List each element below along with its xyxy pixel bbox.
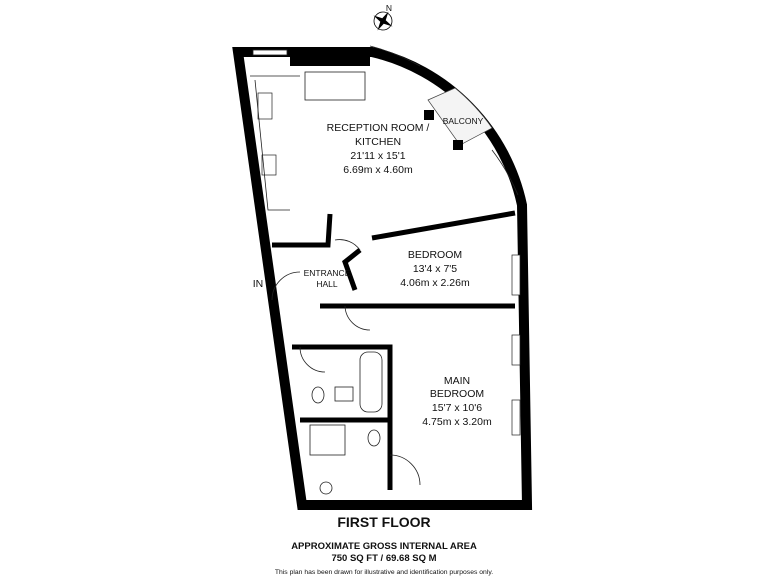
window [252, 49, 288, 56]
toilet-icon [311, 386, 325, 404]
reception-metric: 6.69m x 4.60m [343, 164, 413, 176]
bath-icon [359, 351, 383, 413]
balcony [427, 87, 493, 146]
entrance-label-2: HALL [316, 279, 338, 289]
entrance-label: ENTRANCE [304, 268, 351, 278]
window [369, 45, 421, 67]
wall-segment [424, 110, 434, 120]
bedroom-imperial: 13'4 x 7'5 [413, 263, 457, 275]
disclaimer: This plan has been drawn for illustrativ… [275, 569, 493, 576]
basin-icon [334, 386, 354, 402]
reception-label: RECEPTION ROOM / [327, 122, 430, 134]
compass-icon [373, 11, 393, 31]
in-label: IN [253, 278, 264, 290]
toilet-icon [367, 429, 381, 447]
floor-title: FIRST FLOOR [337, 514, 430, 530]
door[interactable] [344, 305, 371, 331]
interior-walls [272, 210, 516, 490]
entrance-door[interactable] [271, 271, 301, 301]
kitchen-counter [250, 75, 300, 211]
reception-imperial: 21'11 x 15'1 [350, 150, 405, 162]
balcony-label: BALCONY [443, 116, 484, 126]
shower-icon [309, 424, 346, 456]
main-bedroom-label: MAIN [444, 375, 470, 387]
north-label: N [386, 3, 392, 13]
wall-segment [453, 140, 463, 150]
main-bedroom-label-2: BEDROOM [430, 388, 484, 400]
window [511, 254, 521, 296]
window [511, 399, 521, 436]
wall-segment [290, 52, 370, 66]
reception-label-2: KITCHEN [355, 136, 401, 148]
basin-icon [319, 481, 333, 495]
sink-icon [257, 92, 273, 120]
bedroom-metric: 4.06m x 2.26m [400, 277, 470, 289]
hob-icon [261, 154, 277, 176]
area-title: APPROXIMATE GROSS INTERNAL AREA [291, 541, 477, 552]
kitchen-island [304, 71, 366, 101]
window [491, 149, 519, 196]
main-bedroom-metric: 4.75m x 3.20m [422, 416, 492, 428]
door[interactable] [299, 346, 326, 373]
door[interactable] [334, 239, 361, 251]
main-bedroom-imperial: 15'7 x 10'6 [432, 402, 482, 414]
door[interactable] [389, 454, 421, 486]
bedroom-label: BEDROOM [408, 249, 462, 261]
window [511, 334, 521, 366]
area-value: 750 SQ FT / 69.68 SQ M [331, 553, 436, 564]
